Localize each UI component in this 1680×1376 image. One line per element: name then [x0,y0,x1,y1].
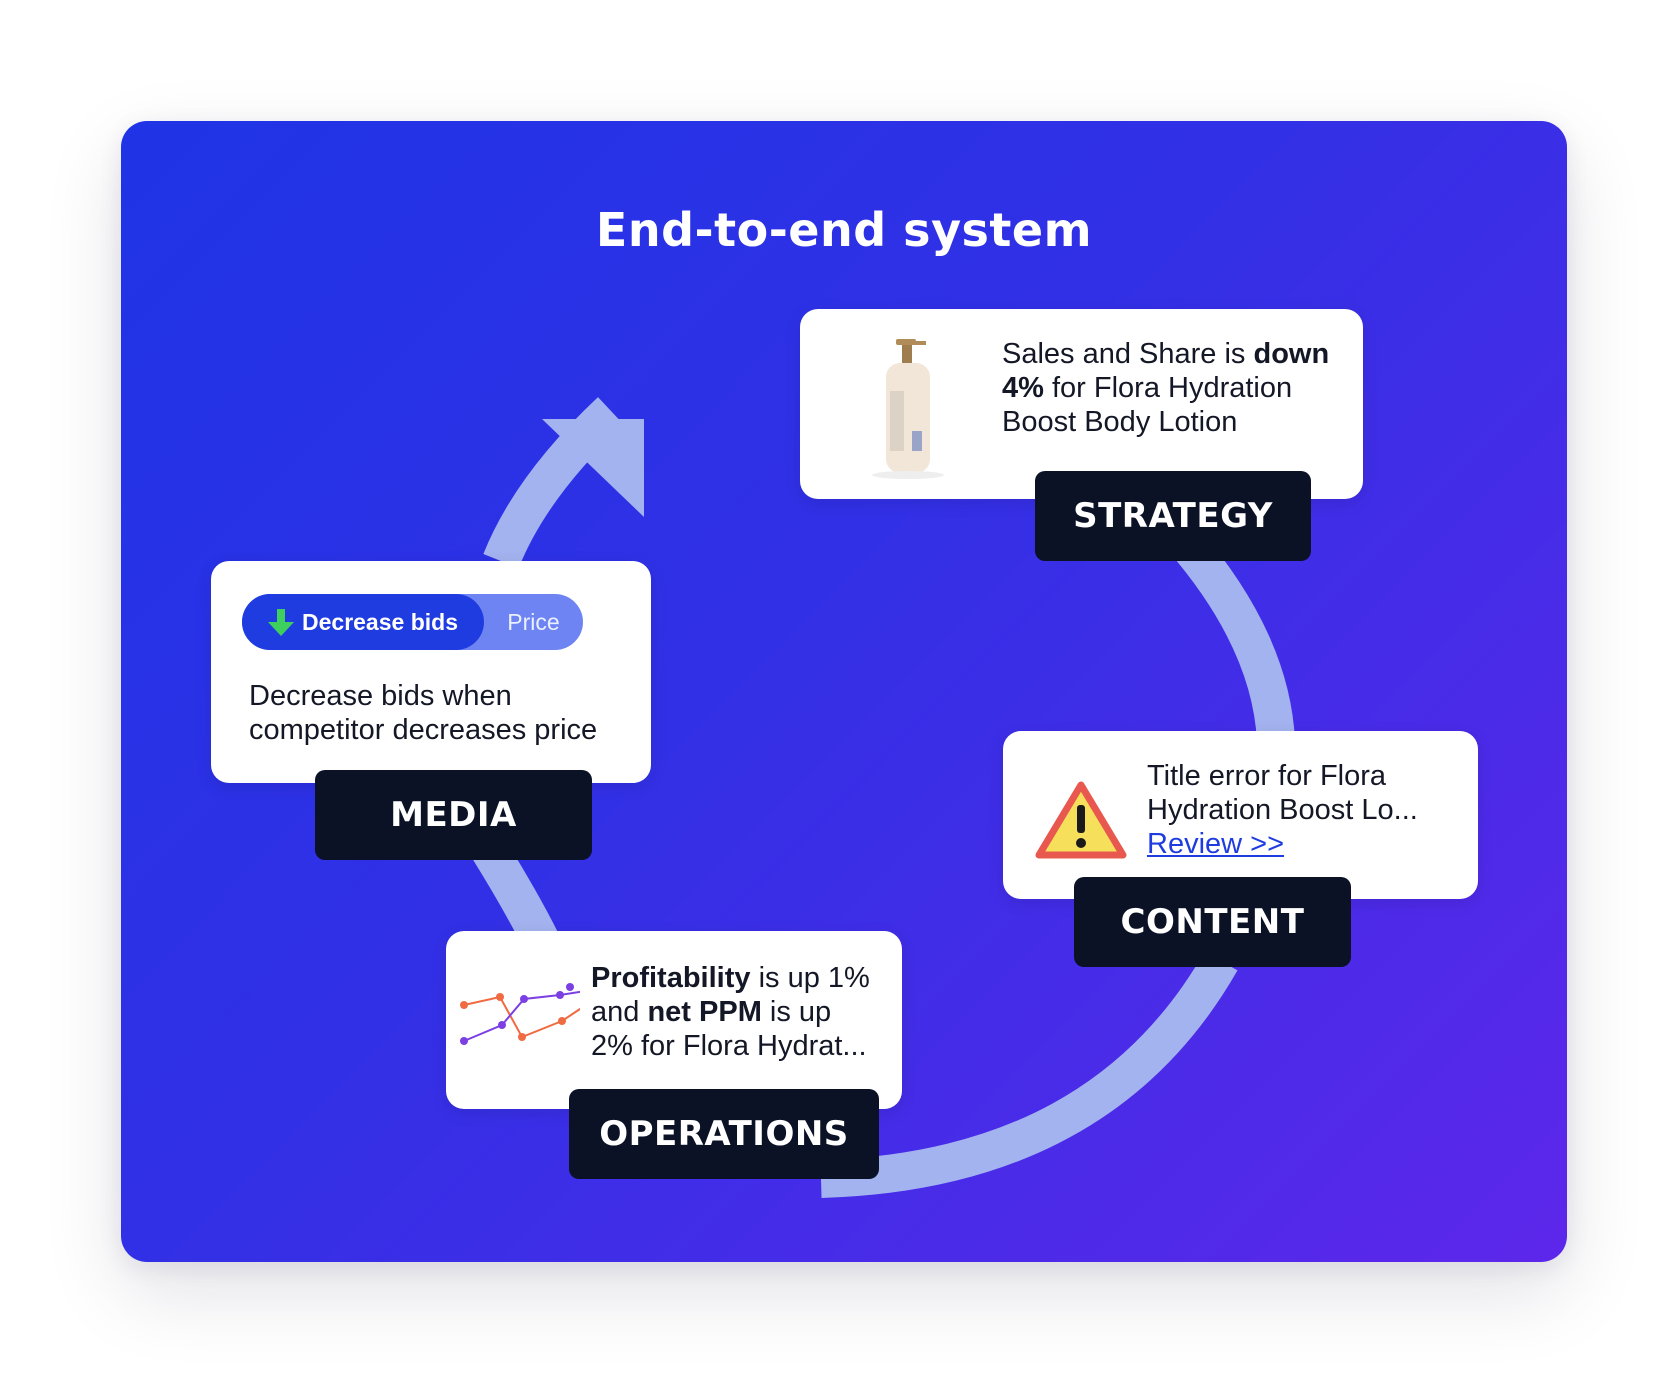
review-link[interactable]: Review >> [1147,828,1285,860]
strategy-text-bold: down 4% [1002,338,1330,404]
strategy-card: Sales and Share is down 4% for Flora Hyd… [800,309,1363,499]
content-card: Title error for Flora Hydration Boost Lo… [1003,731,1478,899]
arc-strategy-content [1168,526,1295,743]
media-text: Decrease bids when competitor decreases … [249,680,598,746]
bid-toggle[interactable]: Decrease bids Price [242,594,583,650]
operations-card: Profitability is up 1% and net PPM is up… [446,931,902,1109]
operations-text: Profitability is up 1% and net PPM is up… [591,961,881,1063]
content-label: CONTENT [1074,877,1351,967]
operations-text-1: is up 1% and [591,962,870,1028]
content-text-main: Title error for Flora Hydration Boost Lo… [1147,760,1418,826]
media-card: Decrease bids Price Decrease bids when c… [211,561,651,783]
diagram-panel: End-to-end system Sales and Share is dow… [121,121,1567,1262]
profitability-bold: Profitability [591,962,751,994]
arc-arrowhead [542,419,644,517]
arrow-down-icon [268,609,294,636]
content-text: Title error for Flora Hydration Boost Lo… [1147,759,1447,861]
media-label: MEDIA [315,770,592,860]
strategy-label: STRATEGY [1035,471,1311,561]
net-ppm-bold: net PPM [647,996,762,1028]
lotion-bottle-icon [872,339,944,479]
warning-icon [1035,781,1127,859]
operations-text-2: is up 2% for Flora Hydrat... [591,996,867,1062]
cycle-arcs [455,397,1295,1198]
arc-content-operations [820,951,1238,1198]
strategy-text-pre: Sales and Share is [1002,338,1254,370]
strategy-text-post: for Flora Hydration Boost Body Lotion [1002,372,1293,438]
price-option[interactable]: Price [507,608,560,635]
decrease-bids-option[interactable]: Decrease bids [242,594,484,650]
line-chart-icon [460,983,580,1045]
diagram-title: End-to-end system [595,203,1093,257]
operations-label: OPERATIONS [569,1089,879,1179]
decrease-bids-label: Decrease bids [302,608,458,635]
strategy-text: Sales and Share is down 4% for Flora Hyd… [1002,337,1342,439]
